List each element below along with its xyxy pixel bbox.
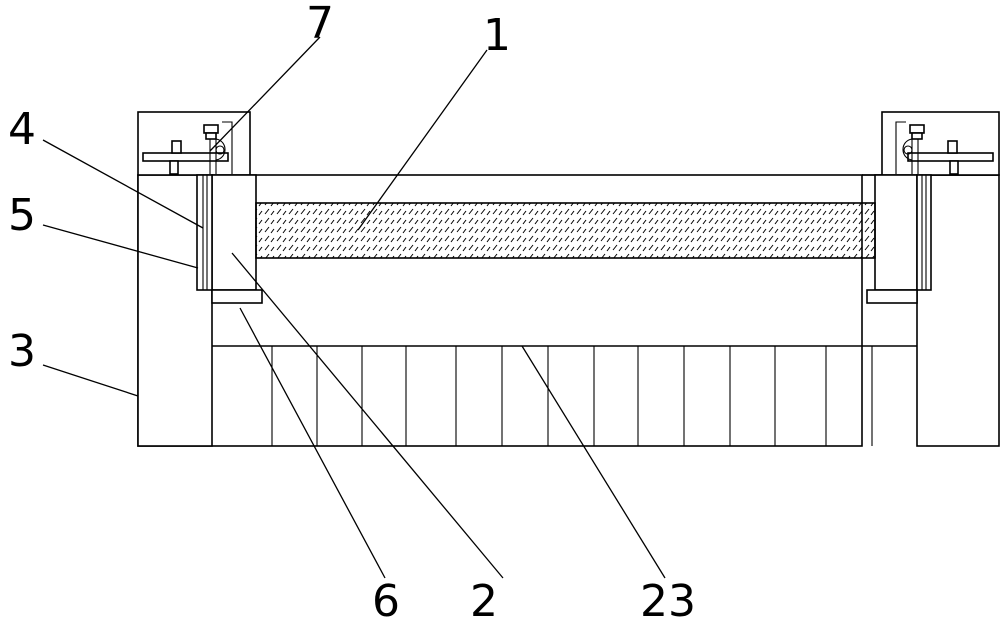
leader-lines bbox=[42, 36, 666, 579]
slat-channel bbox=[212, 345, 917, 446]
label-5: 5 bbox=[8, 190, 36, 241]
left-clamp-assembly bbox=[142, 121, 233, 175]
label-6: 6 bbox=[372, 576, 400, 625]
left-support-block bbox=[196, 174, 263, 304]
right-clamp-assembly bbox=[895, 121, 994, 175]
label-23: 23 bbox=[640, 576, 696, 625]
label-2: 2 bbox=[470, 576, 498, 625]
left-upper-housing bbox=[137, 111, 251, 176]
hatched-beam bbox=[255, 202, 876, 259]
label-4: 4 bbox=[8, 104, 36, 155]
label-3: 3 bbox=[8, 326, 36, 377]
label-7: 7 bbox=[306, 0, 334, 49]
right-support-block bbox=[866, 174, 932, 304]
label-1: 1 bbox=[483, 10, 511, 61]
